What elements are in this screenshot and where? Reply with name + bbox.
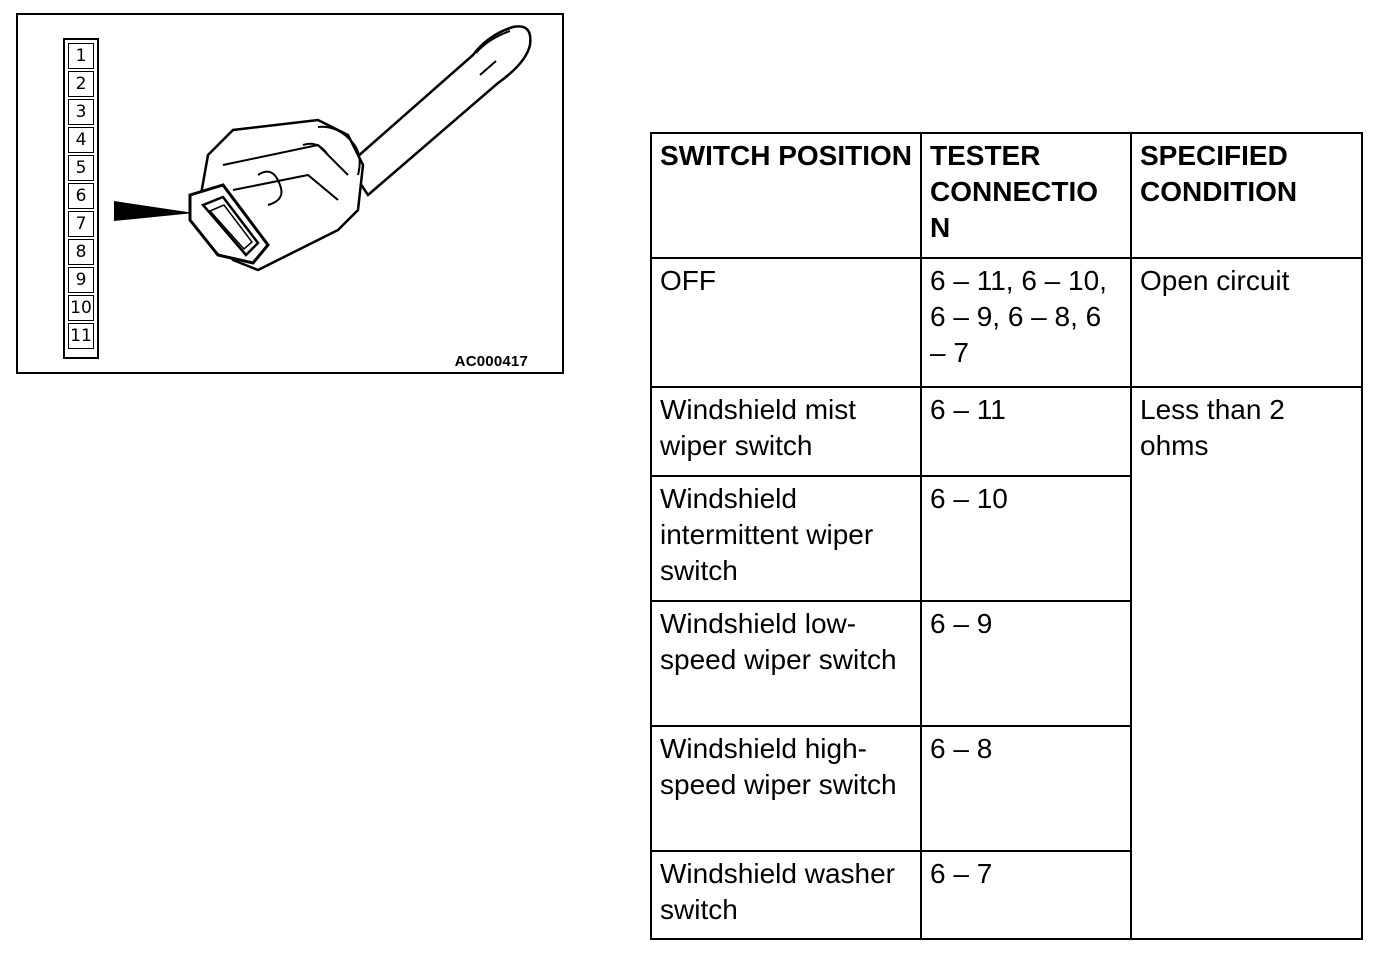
tester-connection-cell: 6 – 7 bbox=[920, 850, 1132, 940]
switch-position-cell: Windshield high-speed wiper switch bbox=[650, 725, 922, 852]
switch-connector-figure: 1 2 3 4 5 6 7 8 9 10 11 AC000417 bbox=[16, 13, 564, 374]
connector-block-icon bbox=[188, 183, 270, 265]
pin-label: 8 bbox=[68, 239, 94, 265]
header-switch-position: SWITCH POSITION bbox=[650, 132, 922, 259]
specified-condition-cell: Open circuit bbox=[1130, 257, 1363, 388]
pin-label: 2 bbox=[68, 71, 94, 97]
pointer-arrow-icon bbox=[114, 201, 194, 221]
pin-label: 7 bbox=[68, 211, 94, 237]
tester-connection-cell: 6 – 8 bbox=[920, 725, 1132, 852]
tester-connection-cell: 6 – 10 bbox=[920, 475, 1132, 602]
table-row: Windshield washer switch 6 – 7 bbox=[650, 850, 1362, 940]
pin-label: 9 bbox=[68, 267, 94, 293]
pin-label: 10 bbox=[68, 295, 94, 321]
table-row: Windshield mist wiper switch 6 – 11 Less… bbox=[650, 386, 1363, 940]
switch-position-cell: Windshield intermittent wiper switch bbox=[650, 475, 922, 602]
connector-pin-diagram: 1 2 3 4 5 6 7 8 9 10 11 bbox=[63, 38, 99, 359]
header-specified-condition: SPECIFIED CONDITION bbox=[1130, 132, 1363, 259]
switch-continuity-table: SWITCH POSITION TESTER CONNECTIO N SPECI… bbox=[650, 132, 1363, 940]
pin-label: 4 bbox=[68, 127, 94, 153]
switch-position-cell: Windshield mist wiper switch bbox=[650, 386, 922, 477]
table-header-row: SWITCH POSITION TESTER CONNECTIO N SPECI… bbox=[650, 132, 1363, 259]
tester-connection-cell: 6 – 9 bbox=[920, 600, 1132, 727]
pin-label: 5 bbox=[68, 155, 94, 181]
table-row: Windshield low-speed wiper switch 6 – 9 bbox=[650, 600, 1362, 727]
lever-stalk-icon bbox=[346, 25, 532, 197]
wiper-switch-drawing bbox=[114, 25, 532, 272]
table-row: Windshield high-speed wiper switch 6 – 8 bbox=[650, 725, 1362, 852]
tester-connection-cell: 6 – 11 bbox=[920, 386, 1132, 477]
pin-label: 6 bbox=[68, 183, 94, 209]
pin-label: 11 bbox=[68, 323, 94, 349]
switch-position-cell: Windshield low-speed wiper switch bbox=[650, 600, 922, 727]
table-row: OFF 6 – 11, 6 – 10, 6 – 9, 6 – 8, 6 – 7 … bbox=[650, 257, 1363, 388]
switch-position-cell: OFF bbox=[650, 257, 922, 388]
figure-code: AC000417 bbox=[454, 353, 528, 370]
tester-connection-cell: 6 – 11, 6 – 10, 6 – 9, 6 – 8, 6 – 7 bbox=[920, 257, 1132, 388]
switch-position-cell: Windshield washer switch bbox=[650, 850, 922, 940]
specified-condition-cell: Less than 2 ohms bbox=[1130, 386, 1363, 940]
pin-label: 3 bbox=[68, 99, 94, 125]
table-row: Windshield intermittent wiper switch 6 –… bbox=[650, 475, 1362, 602]
pin-label: 1 bbox=[68, 43, 94, 69]
header-tester-connection: TESTER CONNECTIO N bbox=[920, 132, 1132, 259]
